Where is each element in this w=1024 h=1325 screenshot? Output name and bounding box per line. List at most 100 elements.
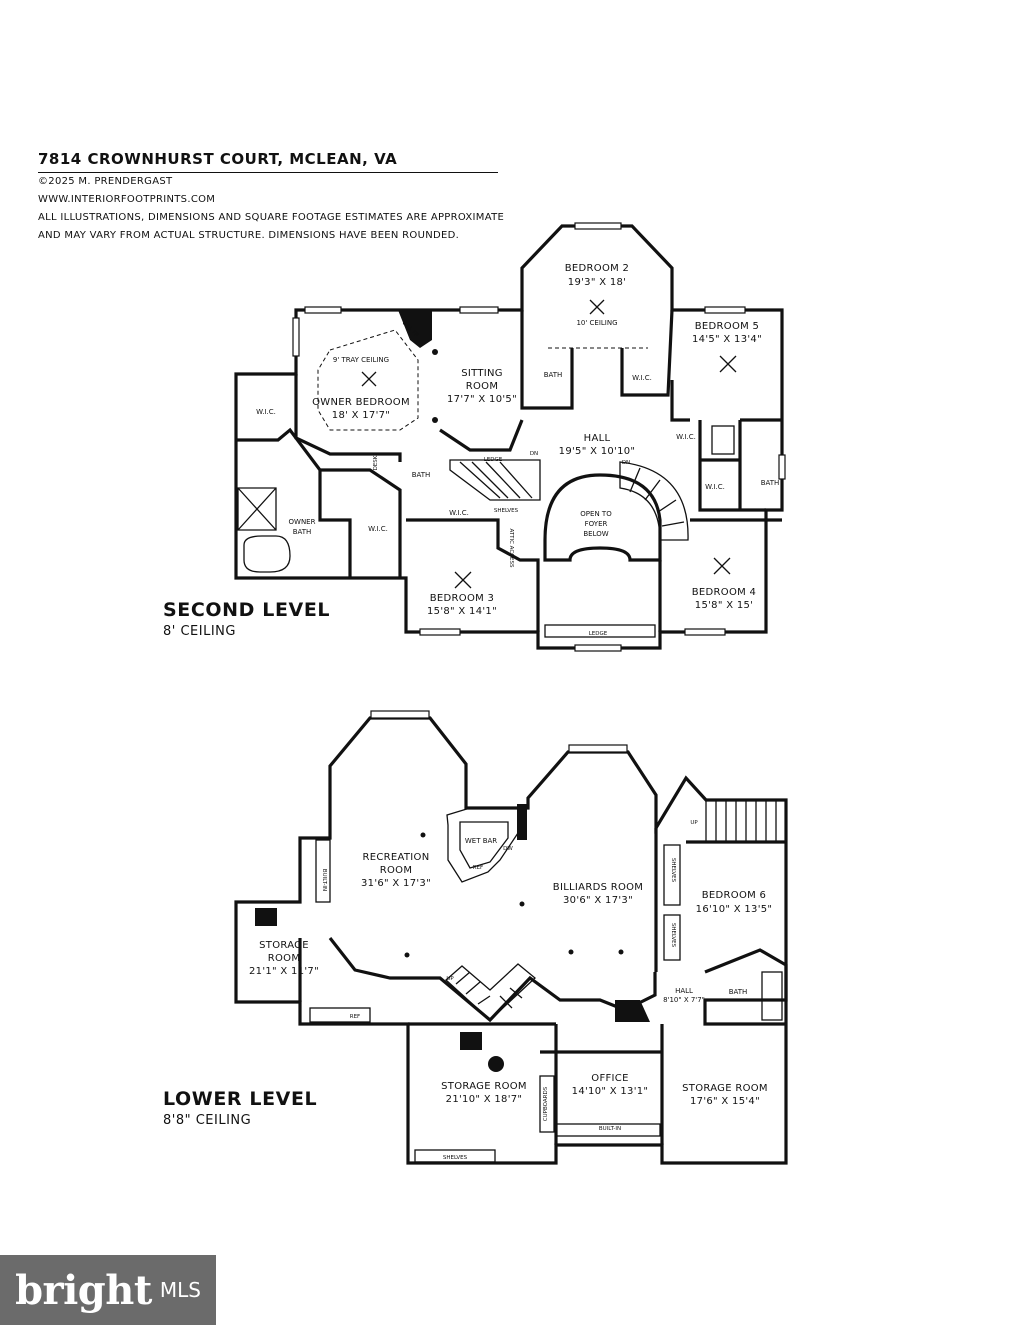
owner-bath-name-1: OWNER: [289, 518, 316, 526]
tray-ceiling: [317, 329, 419, 431]
fireplace: [398, 310, 432, 348]
website: WWW.INTERIORFOOTPRINTS.COM: [38, 194, 216, 205]
curved-stair: [619, 461, 689, 541]
window: [778, 454, 786, 480]
storage-walls: [408, 1022, 664, 1145]
mechanical-unit: [460, 1032, 482, 1050]
open-foyer-1: OPEN TO: [580, 510, 612, 518]
storage2-dim: 21'10" X 18'7": [446, 1094, 523, 1105]
disclaimer-line-2: AND MAY VARY FROM ACTUAL STRUCTURE. DIME…: [38, 230, 460, 241]
copyright: ©2025 M. PRENDERGAST: [38, 176, 173, 187]
window: [704, 306, 746, 314]
built-in-label: BUILT-IN: [599, 1126, 621, 1132]
lower-stairs: [445, 963, 536, 1021]
wet-bar-counter: [446, 807, 521, 883]
wic-bedroom3: W.I.C.: [449, 509, 469, 517]
plan-header: 7814 CROWNHURST COURT, MCLEAN, VA ©2025 …: [38, 150, 505, 245]
attic-access-label: ATTIC ACCESS: [508, 529, 514, 568]
billiards-dim: 30'6" X 17'3": [563, 895, 633, 906]
bedroom2-ceiling: 10' CEILING: [576, 319, 617, 327]
billiards-name: BILLIARDS ROOM: [553, 882, 643, 893]
bath-jack-jill: BATH: [761, 479, 780, 487]
bedroom2-name: BEDROOM 2: [565, 263, 629, 274]
storage1-name-1: STORAGE: [259, 940, 309, 951]
owner-bedroom-name: OWNER BEDROOM: [312, 397, 410, 408]
owner-sitting-walls: [294, 374, 524, 462]
lower-level-plan: RECREATION ROOM 31'6" X 17'3" BILLIARDS …: [234, 710, 788, 1165]
hall-dim: 19'5" X 10'10": [559, 446, 636, 457]
ref-counter: [309, 1007, 371, 1023]
light: [519, 901, 525, 907]
bedroom4-walls: [658, 518, 782, 632]
shower: [761, 971, 783, 1021]
bedroom4-name: BEDROOM 4: [692, 587, 756, 598]
bedroom5-dim: 14'5" X 13'4": [692, 334, 762, 345]
shelves-label-2: SHELVES: [670, 858, 676, 883]
window: [459, 306, 499, 314]
second-level-ceiling: 8' CEILING: [163, 624, 236, 639]
owner-tray-ceiling: 9' TRAY CEILING: [333, 356, 389, 364]
shelves-label-3: SHELVES: [670, 923, 676, 948]
owner-shower: [237, 487, 277, 531]
bedroom3-name: BEDROOM 3: [430, 593, 494, 604]
jack-jill-bath-walls: [698, 420, 766, 512]
storage1-dim: 21'1" X 11'7": [249, 966, 319, 977]
hall-name: HALL: [584, 433, 611, 444]
ref-label-bar: REF: [473, 865, 483, 871]
owner-bedroom-dim: 18' X 17'7": [332, 410, 390, 421]
desk-label: DESK: [373, 455, 379, 470]
second-level-plan: BEDROOM 2 19'3" X 18' 10' CEILING BEDROO…: [234, 222, 786, 652]
shelves-unit: [414, 1149, 496, 1163]
window: [574, 644, 622, 652]
built-in-label-rec: BUILT-IN: [321, 869, 327, 891]
cupboards: [539, 1075, 555, 1133]
window: [304, 306, 342, 314]
ref-label: REF: [350, 1014, 360, 1020]
mechanical-unit: [255, 908, 277, 926]
light: [432, 417, 438, 423]
window: [370, 710, 430, 719]
light: [432, 349, 438, 355]
lower-level-title: LOWER LEVEL: [163, 1088, 318, 1110]
ledge-label: LEDGE: [484, 457, 503, 463]
owner-bath-name-2: BATH: [293, 528, 312, 536]
recreation-name-2: ROOM: [380, 865, 413, 876]
bedroom6-dim: 16'10" X 13'5": [696, 904, 773, 915]
bedroom5-walls: [670, 380, 782, 422]
window: [292, 317, 300, 357]
disclaimer-line-1: ALL ILLUSTRATIONS, DIMENSIONS AND SQUARE…: [38, 212, 505, 223]
shelves-unit: [663, 844, 681, 906]
storage3-dim: 17'6" X 15'4": [690, 1096, 760, 1107]
up-label-2: UP: [690, 820, 698, 826]
window: [574, 222, 622, 230]
hall-dim: 8'10" X 7'7": [663, 996, 705, 1004]
window: [419, 628, 461, 636]
storage3-name: STORAGE ROOM: [682, 1083, 768, 1094]
lower-level-outline: [234, 716, 788, 1165]
second-level-title: SECOND LEVEL: [163, 599, 331, 621]
office-name: OFFICE: [591, 1073, 628, 1084]
ceiling-fan: [361, 299, 737, 589]
bedroom3-walls: [406, 518, 540, 632]
tub-b5: [711, 425, 735, 455]
stairs-down: [449, 459, 541, 501]
light: [568, 949, 574, 955]
light: [404, 952, 410, 958]
bath-label: BATH: [729, 988, 748, 996]
bedroom3-dim: 15'8" X 14'1": [427, 606, 497, 617]
built-in-office: [555, 1123, 661, 1137]
ledge-label-front: LEDGE: [589, 631, 608, 637]
sitting-room-name-2: ROOM: [466, 381, 499, 392]
wic-owner-2: W.I.C.: [368, 525, 388, 533]
dw-label: DW: [503, 846, 513, 852]
open-foyer-3: BELOW: [583, 530, 608, 538]
wet-bar-label: WET BAR: [465, 837, 497, 845]
window: [568, 744, 628, 753]
light: [618, 949, 624, 955]
upper-stairs: [705, 799, 787, 843]
bright-mls-logo: bright MLS: [0, 1255, 216, 1325]
wic-bedroom5: W.I.C.: [676, 433, 696, 441]
bedroom4-dim: 15'8" X 15': [695, 600, 753, 611]
shelves-label: SHELVES: [494, 508, 519, 514]
hall-name: HALL: [675, 987, 693, 995]
